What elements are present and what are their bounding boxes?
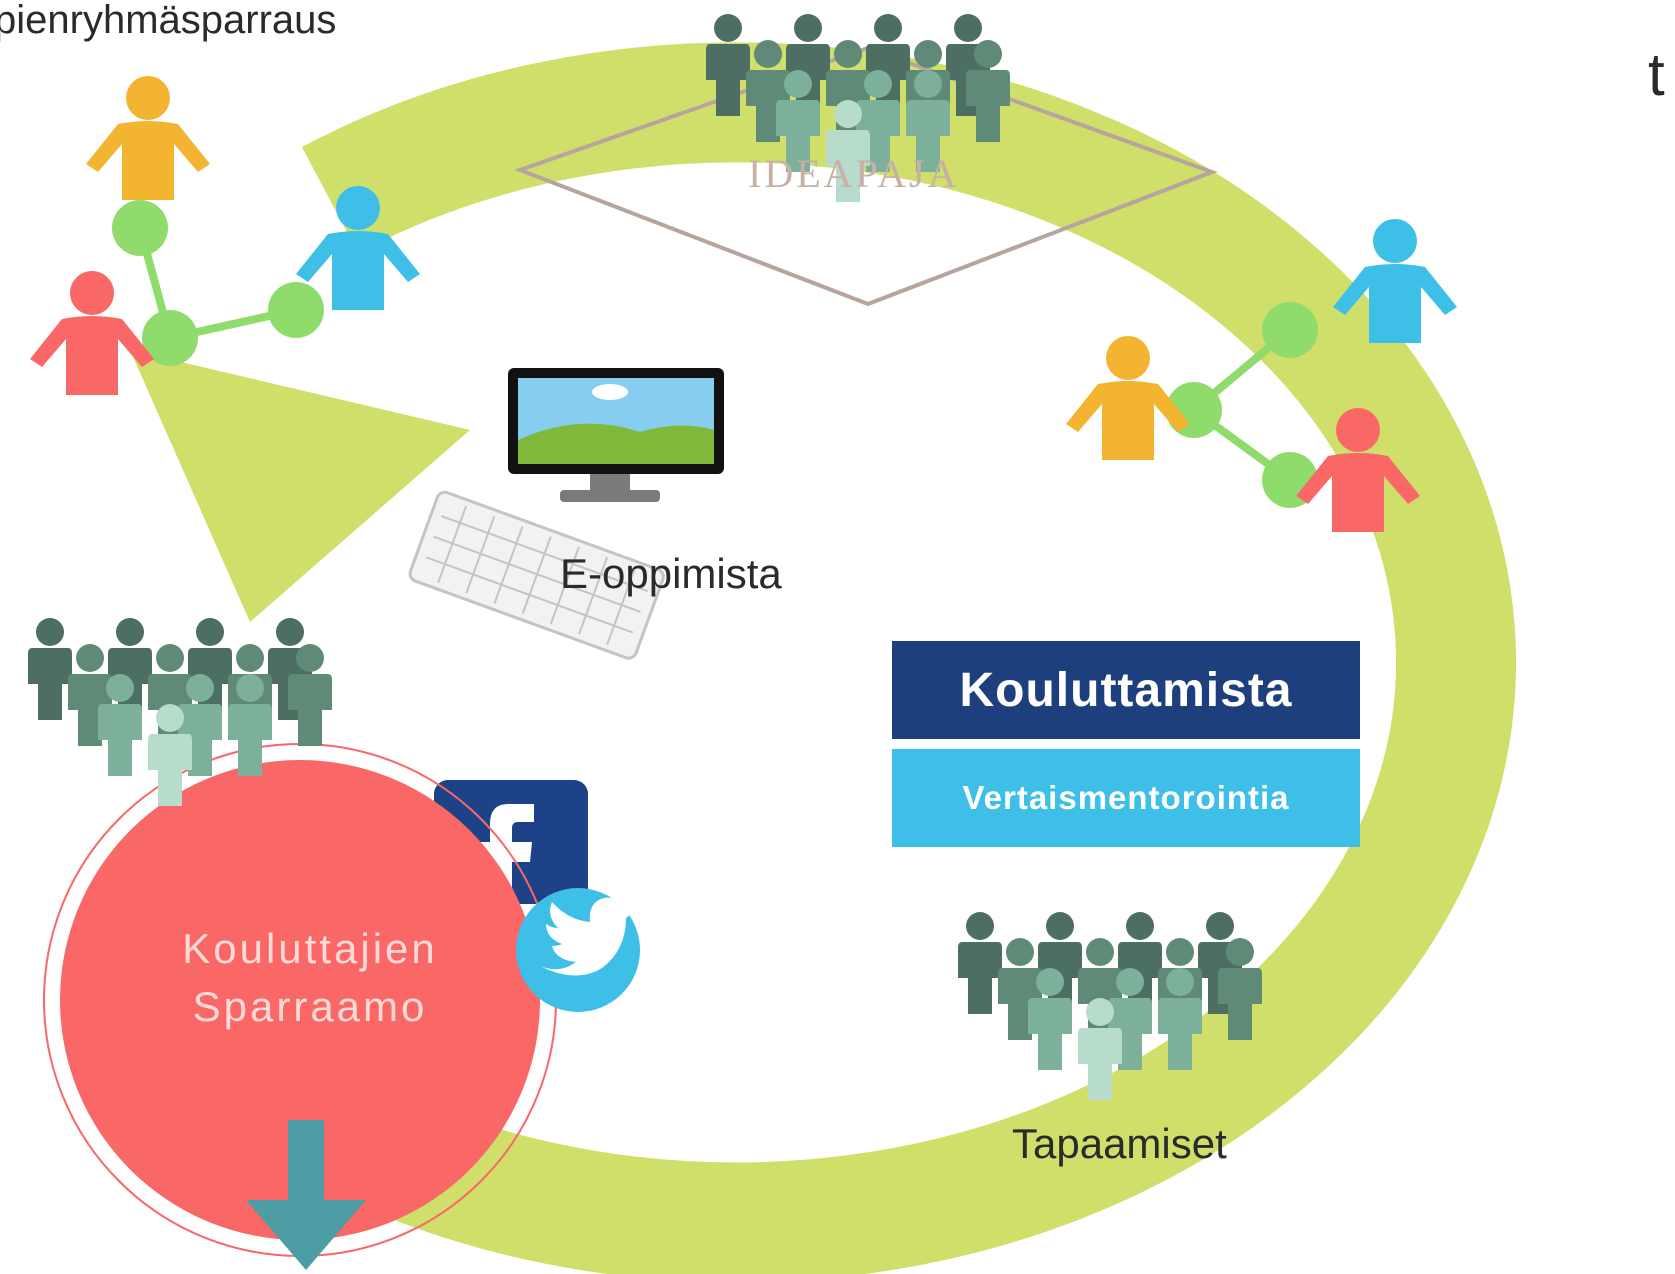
connector-network-left	[112, 200, 324, 366]
computer-icon	[508, 368, 724, 502]
ideapaja-label: IDEAPAJA	[748, 151, 960, 196]
vertaismentorointia-box: Vertaismentorointia	[892, 749, 1360, 847]
t-label: t	[1648, 41, 1665, 108]
kouluttamista-box: Kouluttamista	[892, 641, 1360, 739]
e-oppimista-label: E-oppimista	[560, 550, 782, 597]
tapaamiset-label: Tapaamiset	[1012, 1120, 1227, 1167]
sparraamo-label: Kouluttajien Sparraamo	[120, 920, 500, 1036]
arrow-down-icon	[246, 1120, 366, 1270]
keyboard-icon	[408, 490, 665, 660]
kouluttajien-text: Kouluttajien	[182, 925, 438, 972]
sparraamo-text: Sparraamo	[192, 983, 428, 1030]
twitter-icon	[516, 888, 640, 1012]
pienryhmasparraus-label: pienryhmäsparraus	[0, 0, 337, 42]
person-icon	[30, 271, 154, 395]
person-icon	[86, 76, 210, 200]
